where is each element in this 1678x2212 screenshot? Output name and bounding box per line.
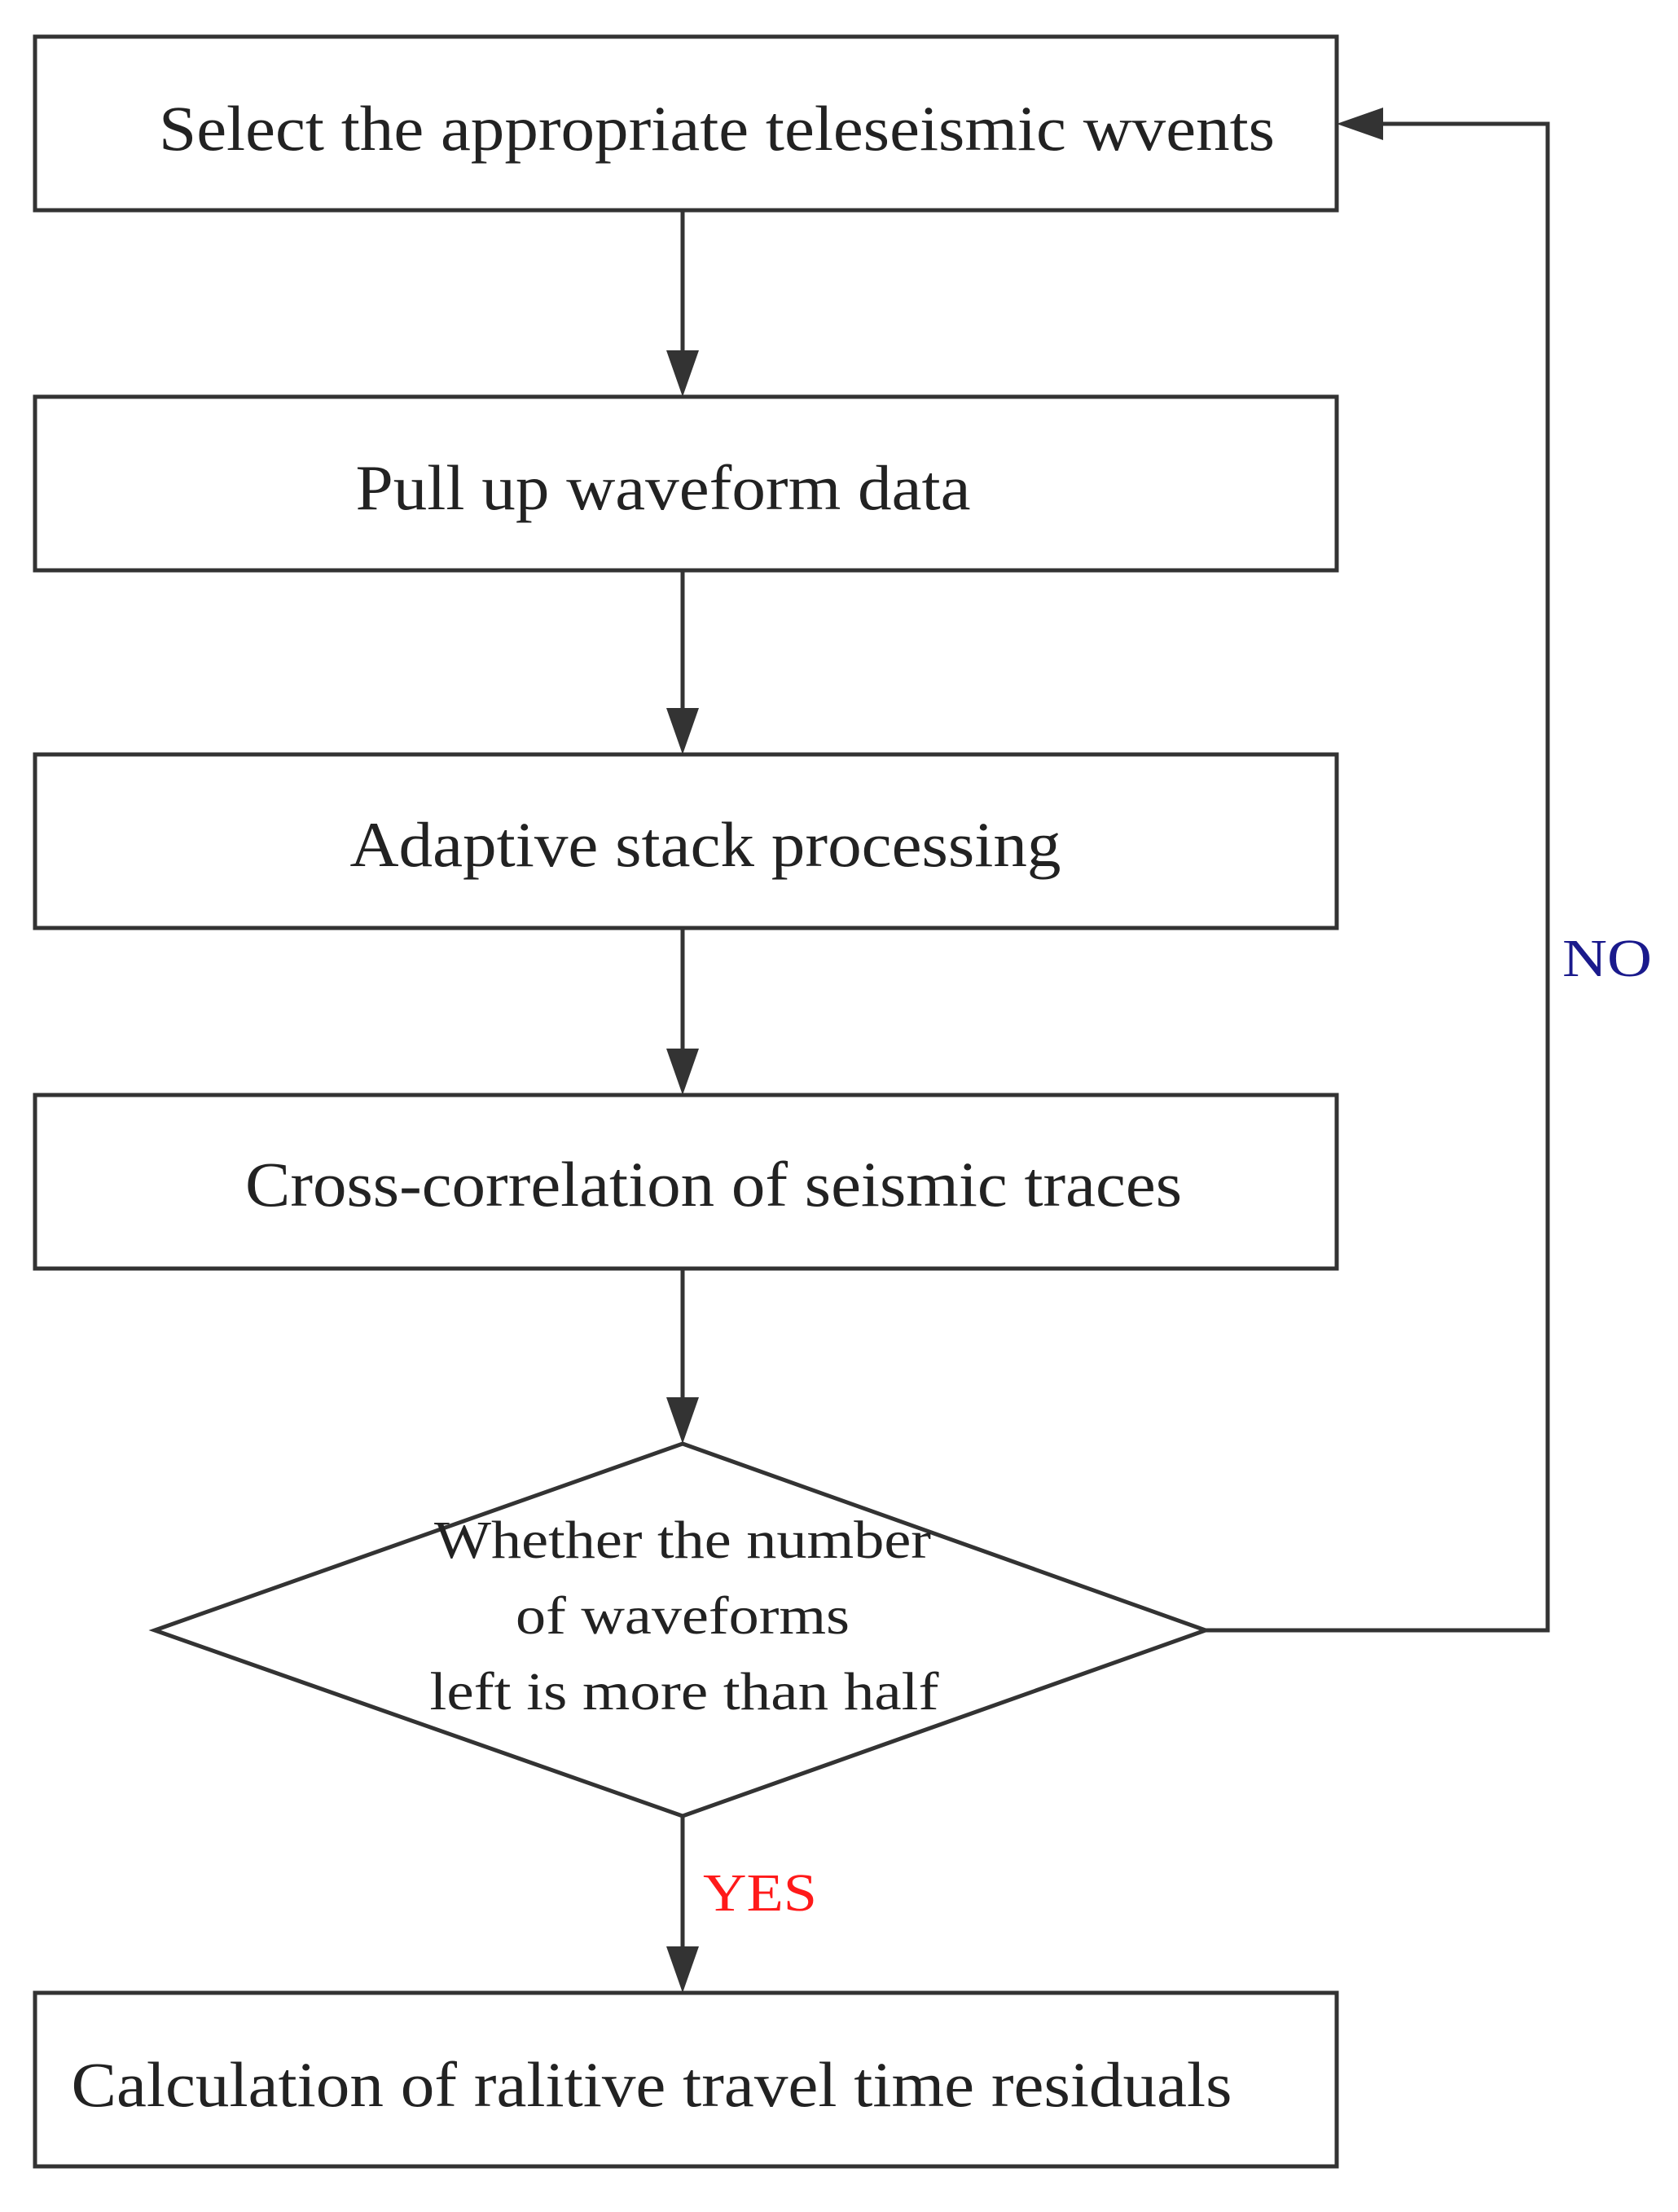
- arrow-decision-to-calculation: [666, 1816, 699, 1993]
- node-pull-waveform: Pull up waveform data: [33, 394, 1339, 573]
- node-decision-line-1: Whether the number: [434, 1511, 931, 1570]
- node-adaptive-stack: Adaptive stack processing: [33, 752, 1339, 930]
- node-adaptive-stack-label: Adaptive stack processing: [350, 809, 1061, 880]
- edge-label-yes: YES: [703, 1863, 817, 1923]
- node-cross-correlation: Cross-correlation of seismic traces: [33, 1093, 1339, 1271]
- arrow-decision-loop-back: [1206, 108, 1550, 1633]
- node-cross-correlation-label: Cross-correlation of seismic traces: [245, 1149, 1182, 1220]
- node-pull-waveform-label: Pull up waveform data: [356, 452, 971, 523]
- node-select-events-label: Select the appropriate teleseismic wvent…: [159, 93, 1275, 164]
- node-decision: Whether the number of waveforms left is …: [148, 1441, 1212, 1818]
- node-calculation-label: Calculation of ralitive travel time resi…: [72, 2049, 1232, 2120]
- node-select-events: Select the appropriate teleseismic wvent…: [33, 34, 1339, 213]
- edge-label-no: NO: [1562, 929, 1652, 988]
- arrow-adaptive-to-cross: [666, 928, 699, 1095]
- arrow-cross-to-decision: [666, 1269, 699, 1444]
- node-decision-line-3: left is more than half: [430, 1662, 939, 1722]
- node-calculation: Calculation of ralitive travel time resi…: [33, 1990, 1339, 2169]
- node-decision-line-2: of waveforms: [516, 1586, 850, 1646]
- arrow-pull-to-adaptive: [666, 570, 699, 754]
- arrow-select-to-pull: [666, 210, 699, 397]
